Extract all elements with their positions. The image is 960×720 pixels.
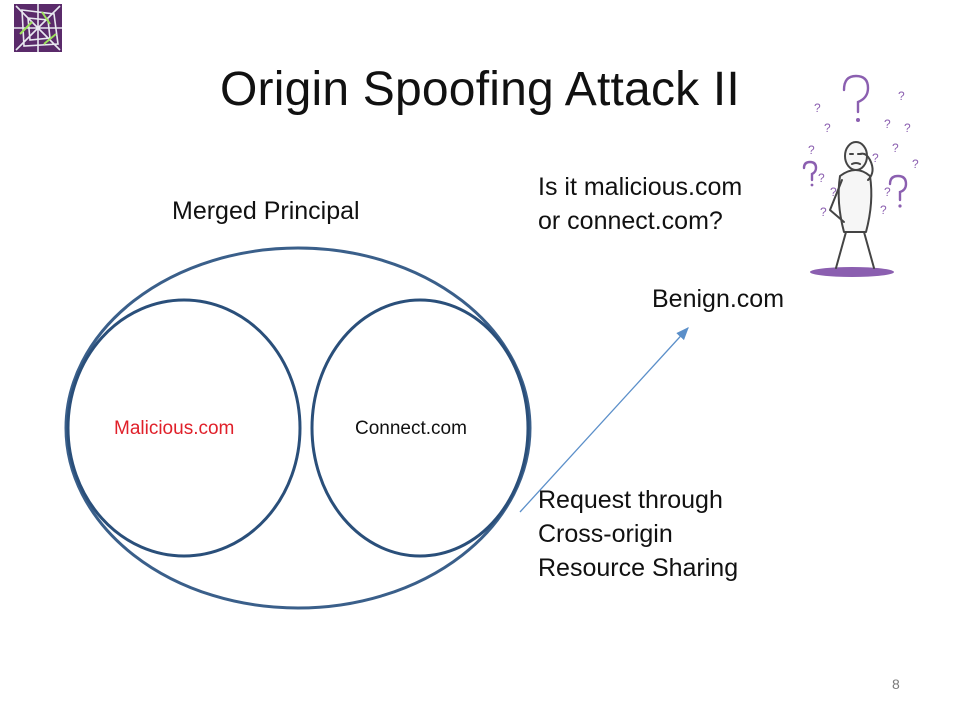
malicious-label: Malicious.com xyxy=(114,418,235,439)
connect-circle xyxy=(310,298,530,558)
svg-text:?: ? xyxy=(904,121,911,135)
svg-text:?: ? xyxy=(880,203,887,217)
svg-text:?: ? xyxy=(898,89,905,103)
benign-label: Benign.com xyxy=(652,285,785,313)
svg-text:?: ? xyxy=(884,185,891,199)
svg-text:?: ? xyxy=(912,157,919,171)
svg-text:?: ? xyxy=(872,151,879,165)
svg-text:?: ? xyxy=(814,101,821,115)
merged-principal-label: Merged Principal xyxy=(172,197,360,225)
merged-principal-ellipse xyxy=(64,246,532,610)
page-number: 8 xyxy=(892,676,900,692)
svg-text:?: ? xyxy=(818,171,825,185)
svg-text:?: ? xyxy=(820,205,827,219)
svg-text:?: ? xyxy=(892,141,899,155)
web-logo-icon xyxy=(14,4,62,52)
malicious-circle xyxy=(66,298,302,558)
svg-text:?: ? xyxy=(830,185,837,199)
svg-text:?: ? xyxy=(884,117,891,131)
slide-title: Origin Spoofing Attack II xyxy=(220,63,740,116)
confused-person-icon: ?? ?? ?? ?? ?? ?? ?? xyxy=(802,74,919,277)
question-text: Is it malicious.com or connect.com? xyxy=(538,173,743,235)
svg-text:?: ? xyxy=(824,121,831,135)
connect-label: Connect.com xyxy=(355,418,467,439)
request-text: Request through Cross-origin Resource Sh… xyxy=(538,486,739,582)
svg-text:?: ? xyxy=(808,143,815,157)
request-arrow xyxy=(519,327,689,513)
